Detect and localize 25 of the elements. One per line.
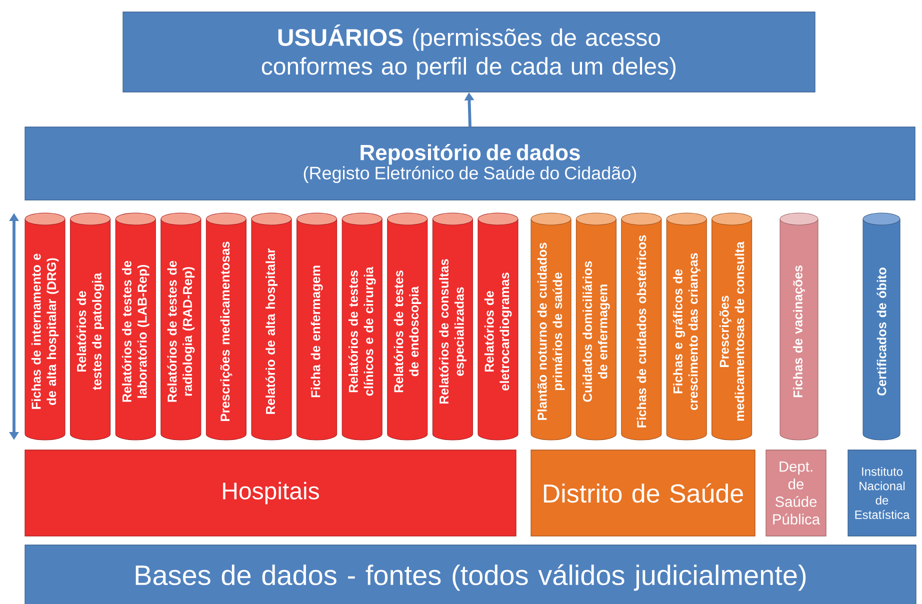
data-cylinder: Relatórios de testes de laboratório (LAB-Rep): [115, 212, 156, 440]
data-cylinder: Fichas de vacinações: [780, 212, 818, 440]
source-box: USUÁRIOS (permissões de acesso conformes ao perfil de cada um deles): [122, 12, 816, 92]
data-cylinder: Ficha de enfermagem: [296, 212, 338, 440]
data-cylinder: Relatórios de testes de radiologia (RAD-Rep): [160, 212, 202, 440]
data-cylinder: Relatórios de testes de endoscopia: [387, 212, 428, 440]
data-cylinder: Relatórios de testes clínicos e de cirurgia: [342, 212, 382, 440]
source-box: Hospitais: [24, 450, 516, 536]
data-cylinder: Prescrições medicamentosas de consulta: [712, 212, 752, 440]
source-box: Distrito de Saúde: [530, 450, 756, 536]
data-cylinder: Relatórios de eletrocardiogramas: [478, 212, 518, 440]
source-box: Dept. de Saúde Pública: [766, 450, 826, 536]
data-cylinder: Relatório de alta hospitalar: [251, 212, 292, 440]
data-cylinder: Fichas de cuidados obstétricos: [621, 212, 662, 440]
repository-box: Repositório de dados (Registo Eletrónico de Saúde do Cidadão): [24, 126, 916, 200]
data-cylinder: Fichas de internamento e de alta hospitalar (DRG): [24, 212, 66, 440]
data-cylinder: Certificados de óbito: [862, 212, 900, 440]
source-box: Bases de dados - fontes (todos válidos judicialmente): [24, 544, 916, 604]
data-cylinder: Prescrições medicamentosas: [206, 212, 246, 440]
data-cylinder: Relatórios de consultas especializadas: [432, 212, 473, 440]
data-cylinder: Relatórios de testes de patologia: [70, 212, 111, 440]
data-cylinder: Cuidados domiciliários de enfermagem: [576, 212, 616, 440]
data-cylinder: Plantão noturno de cuidados primários de saúde: [530, 212, 572, 440]
source-box: Instituto Nacional de Estatística: [848, 450, 916, 536]
data-cylinder: Fichas e gráficos de crescimento das crianças: [666, 212, 707, 440]
